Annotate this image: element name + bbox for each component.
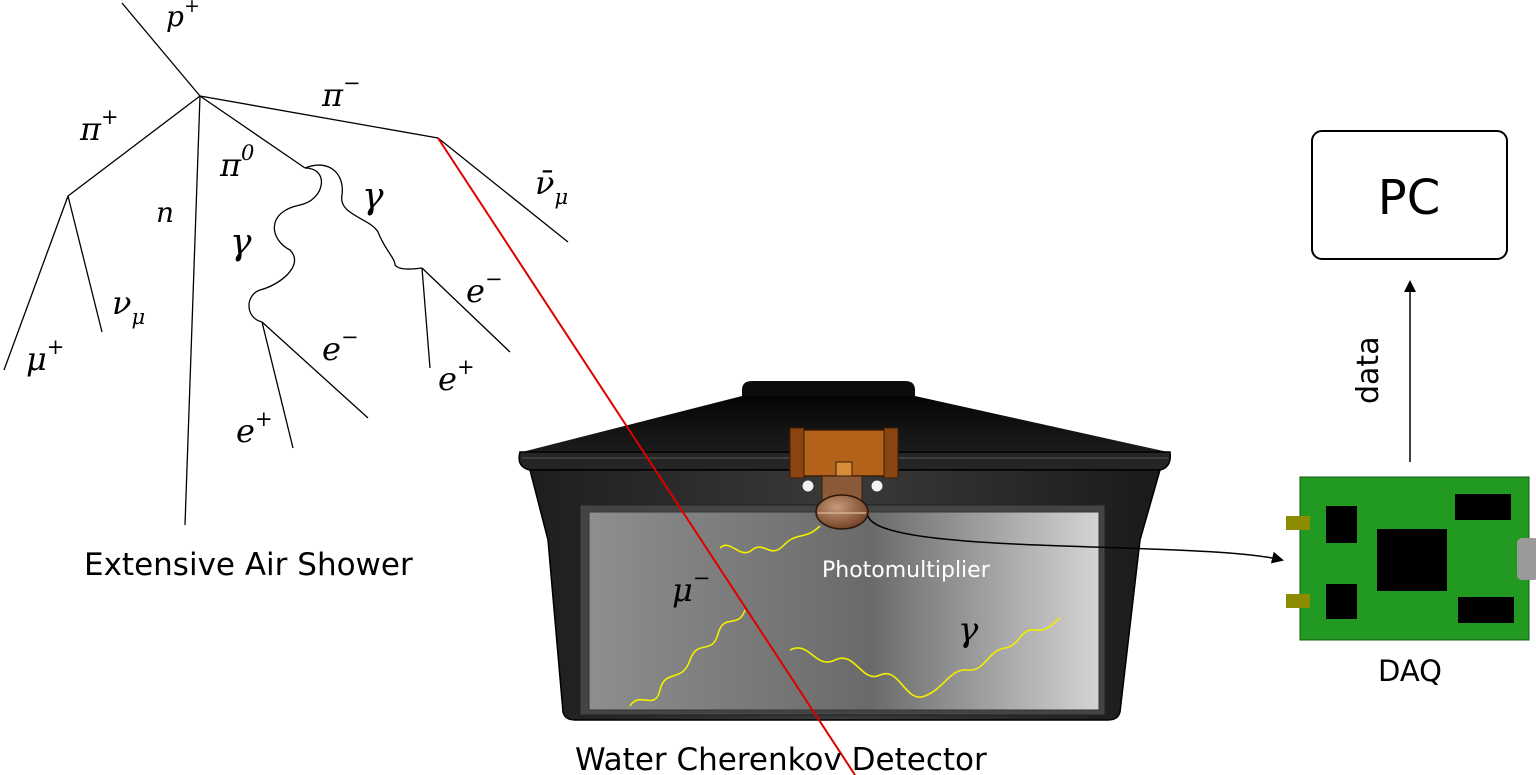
neutron-track [184,95,201,526]
daq-caption: DAQ [1378,654,1442,688]
pi-minus-track [199,95,439,139]
label-e-minus-right: e− [466,267,503,310]
photon-left [629,609,746,707]
e-plus-right-track [421,267,431,369]
daq-chip-2 [1326,584,1357,619]
nu-bar-mu-track [437,137,569,243]
label-nu-mu: νμ [112,284,145,329]
data-label: data [1351,336,1386,404]
e-plus-left-track [261,321,294,449]
label-mu-plus: μ+ [26,335,64,378]
photon-upper [719,525,821,554]
photon-right [789,617,1061,698]
water-cherenkov-tank [518,381,1172,721]
gamma-right-track [304,164,423,270]
air-shower-caption: Extensive Air Shower [84,547,413,583]
tank-lid [522,396,1168,452]
photon-label: γ [958,610,979,650]
nu-mu-track [67,195,103,333]
daq-chip-3 [1455,494,1511,520]
daq-chip-1 [1326,506,1357,543]
label-neutron: n [156,196,174,229]
particle-labels: p+ π+ π− π0 n γ γ ν̄μ νμ μ+ e− e+ e− e+ [26,0,568,450]
label-gamma-left: γ [230,222,252,263]
label-gamma-right: γ [362,176,384,217]
e-minus-right-track [421,267,511,353]
daq-connector-top [1286,516,1310,530]
daq-connector-bottom [1286,594,1310,608]
pi-plus-track [67,95,201,197]
label-pi-minus: π− [321,71,361,114]
cherenkov-photons [629,525,1061,707]
daq-side-port [1517,538,1536,580]
air-shower [3,2,569,526]
gamma-left-track [248,167,322,323]
label-e-plus-right: e+ [438,355,475,398]
pmt-bulb [815,494,869,530]
signal-cable [867,515,1284,564]
pmt-label: Photomultiplier [822,558,991,583]
label-nu-bar-mu: ν̄μ [535,164,568,209]
daq-board [1286,476,1536,641]
proton-track [121,2,201,97]
muon-track [437,137,856,775]
pi-zero-track [199,95,306,169]
label-e-plus-left: e+ [236,407,273,450]
tank-lid-cap [742,381,915,396]
label-pi-zero: π0 [219,141,254,184]
daq-chip-4 [1458,597,1514,623]
e-minus-left-track [261,321,369,419]
detector-caption: Water Cherenkov Detector [575,742,987,775]
pc-label: PC [1378,170,1440,226]
label-pi-plus: π+ [79,105,119,148]
pc-box [1311,130,1508,260]
label-proton: p+ [166,0,200,33]
muon-label: μ− [672,566,710,609]
label-e-minus-left: e− [322,325,359,368]
daq-chip-main [1377,529,1447,591]
mu-plus-track [3,195,69,371]
